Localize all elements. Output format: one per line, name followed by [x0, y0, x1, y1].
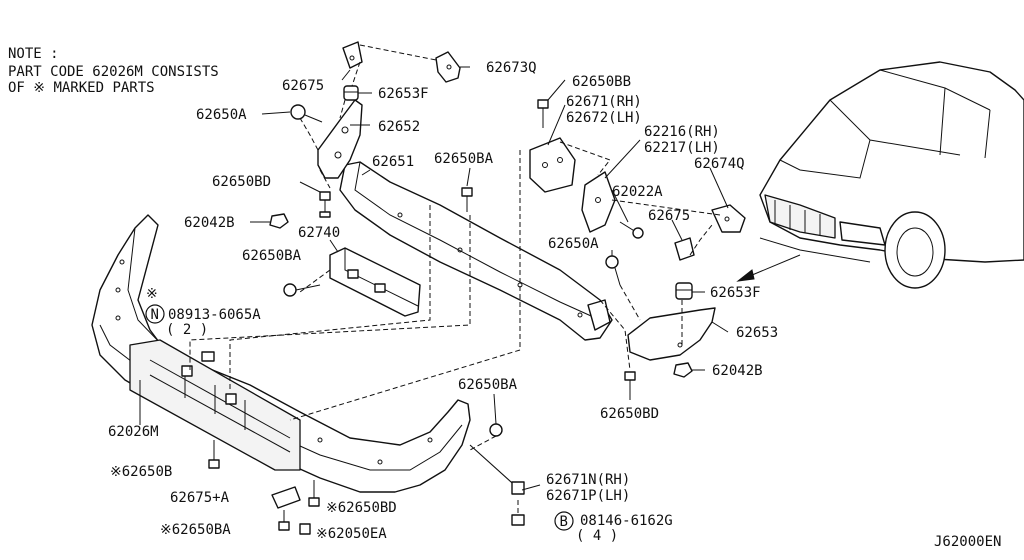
label-62653F-right: 62653F [710, 285, 761, 301]
rubber-62653F-right [675, 282, 693, 300]
label-62653: 62653 [736, 325, 778, 341]
side-extension-62653 [627, 307, 716, 361]
label-62650BD-right: 62650BD [600, 406, 659, 422]
label-62650BB: 62650BB [572, 74, 631, 90]
bracket-62675-right [674, 237, 695, 261]
label-62672LH: 62672(LH) [566, 110, 642, 126]
bracket-62674Q [711, 204, 746, 233]
label-62671P: 62671P(LH) [546, 488, 630, 504]
bolt-62650BD-bottom [308, 480, 320, 507]
label-62650BD-bottom: ※62650BD [326, 500, 397, 516]
diagram-id: J62000EN [934, 534, 1001, 550]
bracket-62673Q [435, 51, 461, 83]
label-62675A: 62675+A [170, 490, 230, 506]
bolt-62650BB [537, 99, 549, 128]
label-08913-qty: ( 2 ) [166, 322, 208, 338]
label-62671RH: 62671(RH) [566, 94, 642, 110]
bolt-62650B [208, 440, 220, 469]
label-08913: 08913-6065A [168, 307, 261, 323]
nut-62042B-right [673, 362, 693, 378]
label-62671N: 62671N(RH) [546, 472, 630, 488]
bumper-fascia-62026M [91, 214, 471, 493]
nut-62042B-left [269, 213, 289, 229]
bracket-62652 [317, 99, 363, 179]
label-62022A: 62022A [612, 184, 663, 200]
circle-B-letter: B [560, 514, 568, 530]
label-62042B-right: 62042B [712, 363, 763, 379]
note-line-2: PART CODE 62026M CONSISTS [8, 64, 219, 80]
label-62652: 62652 [378, 119, 420, 135]
label-62650BA-mid: 62650BA [434, 151, 494, 167]
circle-B-symbol: B [554, 511, 574, 531]
label-08146: 08146-6162G [580, 513, 673, 529]
label-62216: 62216(RH) [644, 124, 720, 140]
rubber-62653F-top [343, 85, 359, 101]
absorber-62740 [329, 247, 421, 317]
bracket-62671-62672 [529, 137, 576, 193]
label-62740: 62740 [298, 225, 340, 241]
bolt-62022A [619, 221, 644, 239]
label-62650B: ※62650B [110, 464, 172, 480]
note-line-1: NOTE : [8, 46, 59, 62]
bolt-62650A-left [290, 104, 323, 123]
label-62650BA-left: 62650BA [242, 248, 302, 264]
note-block: NOTE : PART CODE 62026M CONSISTS OF ※ MA… [8, 46, 219, 96]
bolt-08146 [511, 514, 525, 526]
label-62650BA-low: 62650BA [458, 377, 518, 393]
leader-lines [139, 66, 729, 491]
bolt-62650BA-left [283, 283, 321, 297]
bracket-62675A [271, 486, 301, 509]
note-line-3: OF ※ MARKED PARTS [8, 80, 155, 96]
label-62042B-left: 62042B [184, 215, 235, 231]
assembly-lines [189, 44, 721, 515]
clip-62050EA [299, 523, 311, 535]
circle-N-letter: N [151, 307, 159, 323]
bolt-62650BD-right [624, 371, 636, 395]
label-62217: 62217(LH) [644, 140, 720, 156]
label-62674Q: 62674Q [694, 156, 745, 172]
label-asterisk: ※ [146, 286, 158, 302]
label-62651: 62651 [372, 154, 414, 170]
bolt-62650BA-bottom [278, 510, 290, 531]
stay-62671N-P [469, 444, 525, 495]
bracket-62216-62217 [581, 171, 616, 233]
label-62675-right: 62675 [648, 208, 690, 224]
bolt-62650BA-mid [461, 187, 473, 212]
vehicle-illustration [736, 61, 1024, 289]
label-62650BD-left: 62650BD [212, 174, 271, 190]
label-62675-top: 62675 [282, 78, 324, 94]
bracket-62675-top [342, 41, 363, 69]
label-62050EA: ※62050EA [316, 526, 387, 542]
label-62650A-left: 62650A [196, 107, 247, 123]
bolt-62650BD-left [319, 191, 331, 218]
bolt-62650BA-low [489, 423, 503, 437]
label-62650BA-bottom: ※62650BA [160, 522, 231, 538]
label-62653F-top: 62653F [378, 86, 429, 102]
label-08146-qty: ( 4 ) [576, 528, 618, 544]
bolt-62650A-right [605, 255, 621, 286]
label-62673Q: 62673Q [486, 60, 537, 76]
label-62650A-right: 62650A [548, 236, 599, 252]
label-62026M: 62026M [108, 424, 159, 440]
circle-N-symbol: N [145, 304, 165, 324]
part-labels: 62675 62673Q 62653F 62650A 62652 62650BD… [108, 60, 1001, 550]
fasteners [208, 99, 693, 535]
reinforcement-62651 [339, 161, 613, 341]
